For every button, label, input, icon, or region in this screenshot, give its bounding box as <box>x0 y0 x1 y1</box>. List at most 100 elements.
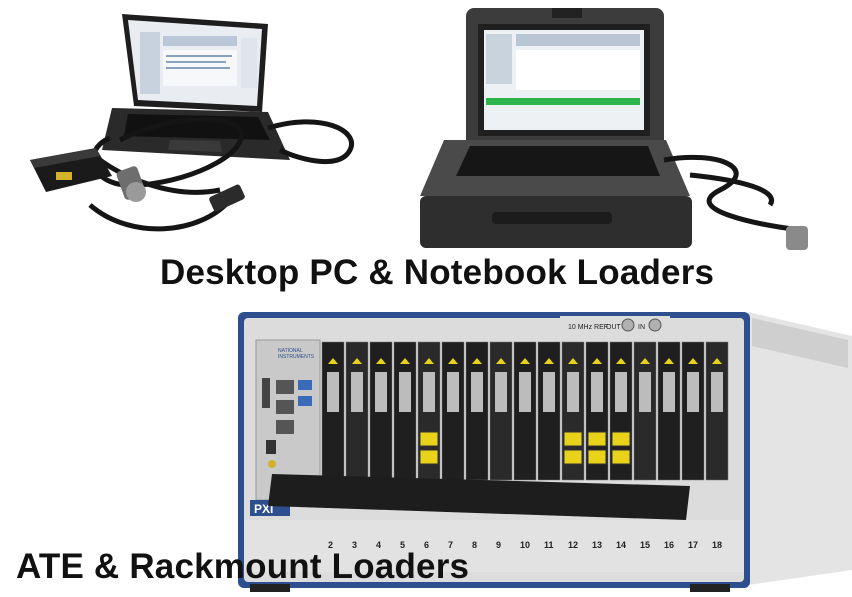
module-connector <box>687 372 699 412</box>
screen-panel <box>516 50 640 90</box>
module-connector <box>471 372 483 412</box>
module-connector <box>327 372 339 412</box>
module-connector <box>615 372 627 412</box>
module-connector <box>639 372 651 412</box>
chassis-foot <box>690 584 730 592</box>
module-connector <box>447 372 459 412</box>
desktop-loaders-heading: Desktop PC & Notebook Loaders <box>160 253 715 292</box>
slot-number: 3 <box>352 540 357 550</box>
module-latch <box>712 358 722 364</box>
cable-tray <box>268 474 690 520</box>
slot-number: 13 <box>592 540 602 550</box>
slot-number: 15 <box>640 540 650 550</box>
connector-face <box>126 182 146 202</box>
module-connector <box>519 372 531 412</box>
coiled-cable <box>267 119 354 165</box>
case-handle <box>492 212 612 224</box>
yellow-connector <box>419 431 439 447</box>
progress-bar <box>486 98 640 105</box>
box-top <box>30 148 100 168</box>
module-connector <box>711 372 723 412</box>
ethernet-port <box>276 420 294 434</box>
side-vent <box>752 318 848 368</box>
yellow-connector <box>611 431 631 447</box>
usb-port <box>298 380 312 390</box>
slot-number: 11 <box>544 540 554 550</box>
module-connector <box>399 372 411 412</box>
module-latch <box>352 358 362 364</box>
screen-toolbar <box>163 36 237 46</box>
brand-line-2: INSTRUMENTS <box>278 354 315 360</box>
module-latch <box>520 358 530 364</box>
yellow-connectors <box>419 431 631 465</box>
rugged-laptop <box>420 8 808 250</box>
screen-sidebar <box>486 34 512 84</box>
circular-connector <box>116 166 146 202</box>
yellow-connector <box>587 449 607 465</box>
slot-number: 4 <box>376 540 381 550</box>
module-connector <box>423 372 435 412</box>
out-label: OUT <box>606 324 622 331</box>
slot-number: 7 <box>448 540 453 550</box>
notebook-laptop <box>102 14 290 160</box>
laptop-touchpad <box>168 140 222 152</box>
in-label: IN <box>638 324 645 331</box>
module-latch <box>496 358 506 364</box>
slot-number: 9 <box>496 540 501 550</box>
box-logo <box>56 172 72 180</box>
slot-number: 16 <box>664 540 674 550</box>
module-latch <box>664 358 674 364</box>
rugged-handle <box>552 8 582 18</box>
laptop-keyboard <box>124 114 270 140</box>
chassis-foot <box>250 584 290 592</box>
ethernet-port <box>276 380 294 394</box>
slot-number: 2 <box>328 540 333 550</box>
yellow-connector <box>587 431 607 447</box>
module-latch <box>568 358 578 364</box>
module-latch <box>640 358 650 364</box>
module-connector <box>495 372 507 412</box>
slot-number: 6 <box>424 540 429 550</box>
module-latch <box>472 358 482 364</box>
ref-label: 10 MHz REF <box>568 324 608 331</box>
module-latch <box>400 358 410 364</box>
rugged-keyboard <box>456 146 660 176</box>
slot-number: 5 <box>400 540 405 550</box>
module-latch <box>592 358 602 364</box>
module-latch <box>376 358 386 364</box>
rugged-connector <box>786 226 808 250</box>
ate-loaders-heading: ATE & Rackmount Loaders <box>16 547 470 586</box>
screen-sidebar <box>140 32 160 94</box>
brand-line-1: NATIONAL <box>278 348 303 354</box>
ref-strip <box>560 316 670 334</box>
slot-number: 10 <box>520 540 530 550</box>
coiled-cable <box>88 198 232 232</box>
slot-number: 8 <box>472 540 477 550</box>
chassis-side <box>748 312 852 585</box>
module-connector <box>351 372 363 412</box>
module-latch <box>544 358 554 364</box>
coiled-cable <box>98 157 221 195</box>
module-connector <box>663 372 675 412</box>
slot-number: 12 <box>568 540 578 550</box>
yellow-connector <box>563 449 583 465</box>
module-connector <box>567 372 579 412</box>
yellow-connector <box>611 449 631 465</box>
module-latch <box>424 358 434 364</box>
rugged-cable <box>663 154 801 233</box>
yellow-connector <box>563 431 583 447</box>
dsub-connector <box>209 184 245 212</box>
slot-number-strip <box>244 520 744 572</box>
module-latch <box>616 358 626 364</box>
module-slots <box>321 341 729 481</box>
display-port <box>266 440 276 454</box>
ethernet-port <box>276 400 294 414</box>
module-latch <box>328 358 338 364</box>
module-connector <box>375 372 387 412</box>
screen-toolbar <box>516 34 640 46</box>
screen-right-panel <box>241 38 257 88</box>
yellow-connector <box>419 449 439 465</box>
pxi-chassis: 10 MHz REF OUT IN NATIONAL INSTRUMENTS P… <box>238 312 852 592</box>
